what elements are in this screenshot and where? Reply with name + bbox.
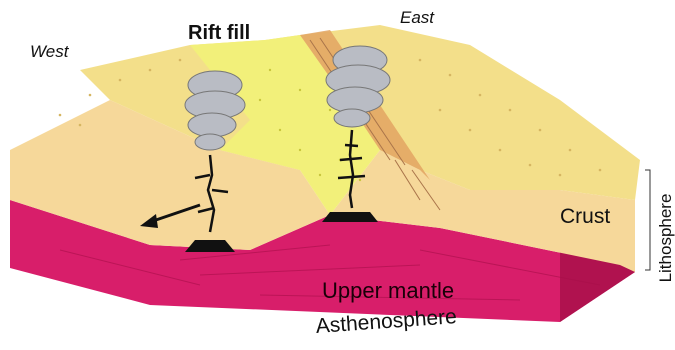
label-east: East	[400, 8, 434, 28]
label-rift-fill: Rift fill	[188, 22, 250, 45]
right-magma-chamber	[322, 212, 378, 222]
label-lithosphere: Lithosphere	[656, 178, 675, 298]
label-crust: Crust	[560, 205, 610, 229]
label-west: West	[30, 42, 68, 62]
label-upper-mantle: Upper mantle	[322, 278, 454, 304]
lithosphere-bracket	[645, 170, 650, 270]
